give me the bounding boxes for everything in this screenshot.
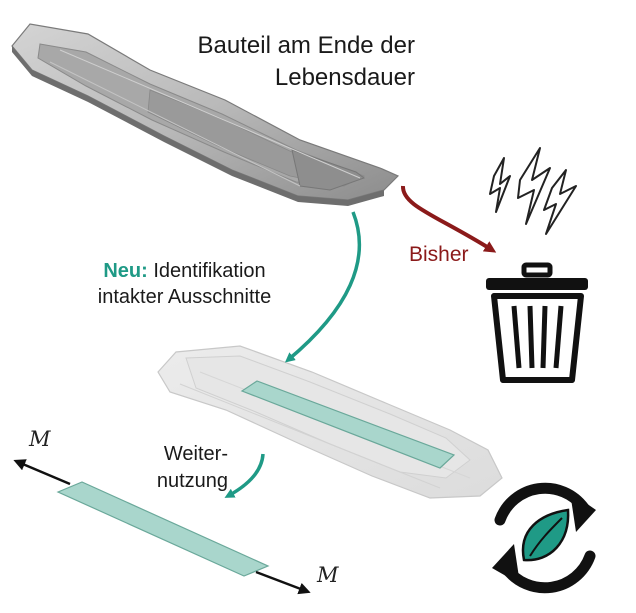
title-line1: Bauteil am Ende der [197,32,415,59]
arrow-identification [284,211,362,363]
neu-line1: Neu: Identifikation [72,258,297,284]
component-end-of-life [11,23,400,206]
title-line2: Lebensdauer [274,64,415,91]
moment-label-right: M [317,563,339,587]
neu-label: Neu: Identifikation intakter Ausschnitte [72,258,297,310]
extracted-strip [56,481,270,577]
neu-line1-rest: Identifikation [147,260,266,282]
trash-bin-icon [486,262,588,383]
weiter-line1: Weiter- [163,443,228,465]
arrow-bisher [400,185,497,253]
neu-bold: Neu: [103,260,148,282]
moment-label-left: M [29,427,51,451]
recycle-leaf-icon [492,482,596,594]
intact-section-strip [240,380,456,469]
weiter-line2: nutzung [156,470,228,492]
neu-line2: intakter Ausschnitte [97,286,272,308]
weiternutzung-label: Weiter- nutzung [136,441,228,495]
moment-arrow-left [13,459,71,486]
bisher-label: Bisher [409,243,469,266]
arrow-reuse [224,453,265,498]
lightning-bolts-icon [489,147,577,235]
moment-arrow-right [255,570,311,595]
title-label: Bauteil am Ende der Lebensdauer [150,30,415,94]
